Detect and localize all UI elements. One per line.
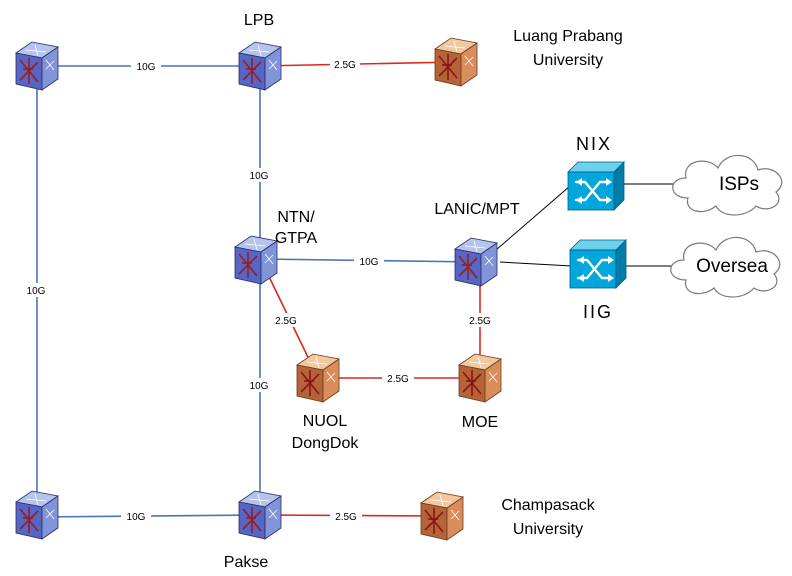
link-label-sw-pakse: 10G [127, 512, 146, 523]
label-nuol-line2: DongDok [292, 435, 360, 452]
link-label-lanic-moe: 2.5G [469, 316, 491, 327]
label-moe: MOE [462, 414, 498, 431]
router-moe[interactable] [458, 353, 502, 403]
label-nix: NIX [576, 134, 612, 154]
router-lanic-mpt[interactable] [454, 237, 498, 287]
node-labels-layer: LPB Luang Prabang University NTN/ GTPA L… [224, 12, 769, 571]
router-icon [15, 490, 59, 540]
label-iig: IIG [583, 302, 613, 322]
label-luang-prabang-line1: Luang Prabang [513, 28, 622, 45]
label-ntn-line1: NTN/ [277, 209, 315, 226]
router-icon [238, 41, 282, 91]
link-label-pakse-champasack: 2.5G [335, 512, 357, 523]
switch-iig[interactable] [568, 238, 628, 290]
router-pakse[interactable] [238, 490, 282, 540]
link-label-nuol-moe: 2.5G [387, 374, 409, 385]
link-label-ntn-nuol: 2.5G [275, 316, 297, 327]
label-ntn-line2: GTPA [275, 230, 318, 247]
router-icon [234, 235, 278, 285]
label-champasack-line1: Champasack [501, 497, 595, 514]
link-label-lpb-ntn: 10G [250, 171, 269, 182]
link-label-ntn-pakse: 10G [250, 381, 269, 392]
router-icon [296, 353, 340, 403]
label-oversea: Oversea [696, 256, 768, 277]
router-icon [238, 490, 282, 540]
label-lanic-mpt: LANIC/MPT [434, 201, 520, 218]
link-labels-layer: 10G 2.5G 10G 10G 10G 2.5G 10G 2.5G 2.5G … [21, 57, 496, 523]
router-southwest[interactable] [15, 490, 59, 540]
router-northwest[interactable] [15, 41, 59, 91]
link-label-nw-sw: 10G [27, 286, 46, 297]
switch-icon [568, 238, 628, 290]
label-nuol-line1: NUOL [303, 413, 348, 430]
label-lpb: LPB [244, 12, 274, 29]
label-isps: ISPs [719, 174, 759, 195]
link-label-ntn-lanic: 10G [360, 257, 379, 268]
link-label-lpb-luang-prabang: 2.5G [334, 60, 356, 71]
link-lanic-iig [499, 261, 573, 267]
router-champasack-university[interactable] [420, 491, 464, 541]
router-icon [420, 491, 464, 541]
label-champasack-line2: University [513, 521, 583, 538]
router-ntn-gtpa[interactable] [234, 235, 278, 285]
switch-icon [566, 160, 626, 212]
router-luang-prabang-university[interactable] [434, 37, 478, 87]
label-luang-prabang-line2: University [533, 52, 603, 69]
router-icon [434, 37, 478, 87]
link-label-nw-lpb: 10G [137, 62, 156, 73]
switch-nix[interactable] [566, 160, 626, 212]
router-icon [454, 237, 498, 287]
router-icon [458, 353, 502, 403]
label-pakse: Pakse [224, 554, 269, 571]
router-icon [15, 41, 59, 91]
router-lpb[interactable] [238, 41, 282, 91]
router-nuol-dongdok[interactable] [296, 353, 340, 403]
links-layer [36, 61, 680, 518]
link-lanic-nix [495, 185, 571, 251]
